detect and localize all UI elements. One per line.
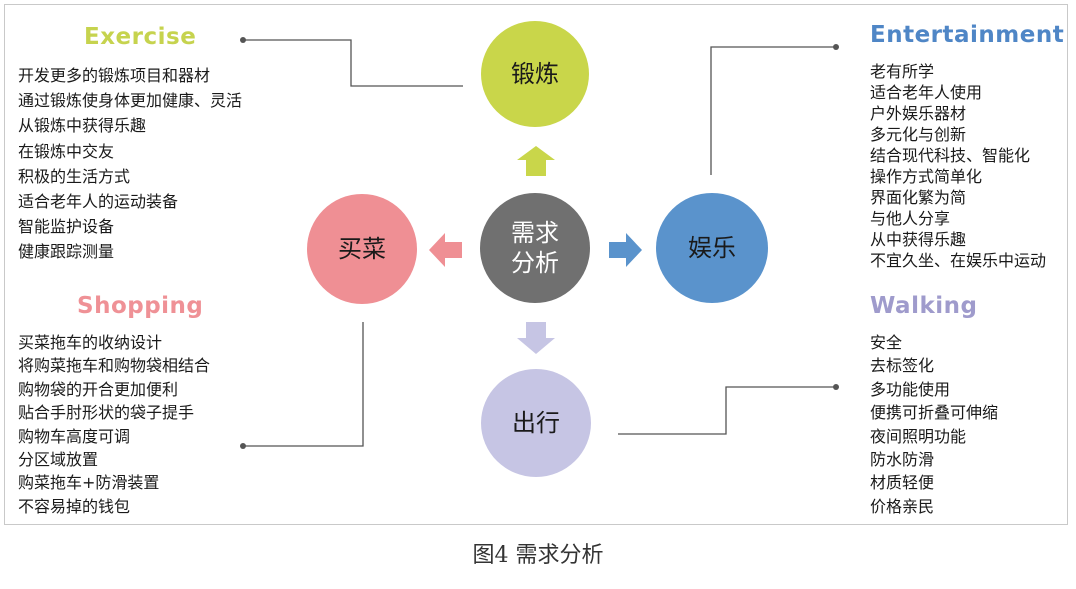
list-entertainment: 老有所学 适合老年人使用 户外娱乐器材 多元化与创新 结合现代科技、智能化 操作… (870, 61, 1046, 271)
list-item: 不容易掉的钱包 (18, 496, 131, 516)
arrow-right-to-entertainment (609, 233, 642, 267)
callout-dot-entertainment (833, 44, 839, 50)
heading-walking: Walking (870, 293, 978, 319)
node-exercise: 锻炼 (481, 21, 589, 127)
list-walking: 安全 去标签化 多功能使用 便携可折叠可伸缩 夜间照明功能 防水防滑 材质轻便 … (870, 331, 998, 518)
list-item: 操作方式简单化 (870, 167, 983, 186)
heading-shopping: Shopping (77, 293, 204, 319)
list-item: 贴合手肘形状的袋子提手 (18, 403, 195, 423)
callout-line-exercise (243, 39, 463, 87)
list-item: 与他人分享 (870, 209, 951, 228)
list-item: 购物车高度可调 (18, 426, 131, 446)
callout-dot-walking (833, 384, 839, 390)
list-item: 多元化与创新 (870, 125, 967, 144)
list-item: 购菜拖车+防滑装置 (18, 473, 160, 493)
list-item: 买菜拖车的收纳设计 (18, 333, 163, 352)
list-item: 结合现代科技、智能化 (870, 146, 1031, 165)
list-shopping: 买菜拖车的收纳设计 将购菜拖车和购物袋相结合 购物袋的开合更加便利 贴合手肘形状… (18, 331, 210, 518)
node-walking-label: 出行 (512, 409, 560, 437)
list-item: 从中获得乐趣 (870, 230, 967, 249)
diagram-frame (4, 4, 1068, 525)
list-item: 夜间照明功能 (870, 426, 967, 446)
node-entertainment: 娱乐 (656, 193, 768, 303)
list-item: 购物袋的开合更加便利 (18, 379, 179, 399)
list-item: 开发更多的锻炼项目和器材 (18, 66, 211, 85)
list-item: 便携可折叠可伸缩 (870, 403, 999, 423)
list-exercise: 开发更多的锻炼项目和器材 通过锻炼使身体更加健康、灵活 从锻炼中获得乐趣 在锻炼… (18, 63, 242, 265)
list-item: 防水防滑 (870, 449, 935, 469)
node-center: 需求 分析 (480, 193, 590, 303)
list-item: 界面化繁为简 (870, 188, 967, 207)
list-item: 多功能使用 (870, 379, 951, 399)
figure-caption: 图4 需求分析 (472, 543, 604, 568)
list-item: 将购菜拖车和购物袋相结合 (18, 356, 211, 376)
list-item: 安全 (870, 333, 903, 352)
node-exercise-label: 锻炼 (511, 60, 559, 88)
list-item: 健康跟踪测量 (18, 242, 115, 262)
arrow-down-to-walking (517, 322, 555, 354)
callout-line-walking (618, 386, 836, 435)
list-item: 智能监护设备 (18, 217, 115, 237)
list-item: 去标签化 (870, 356, 935, 376)
arrow-left-to-shopping (429, 233, 462, 267)
list-item: 不宜久坐、在娱乐中运动 (870, 251, 1047, 270)
callout-dot-exercise (240, 37, 246, 43)
list-item: 通过锻炼使身体更加健康、灵活 (18, 91, 243, 111)
node-center-label: 需求 分析 (511, 219, 559, 277)
list-item: 从锻炼中获得乐趣 (18, 116, 147, 136)
list-item: 在锻炼中交友 (18, 141, 115, 161)
callout-line-shopping (243, 322, 364, 447)
list-item: 适合老年人的运动装备 (18, 191, 179, 211)
heading-entertainment: Entertainment (870, 22, 1065, 48)
node-walking: 出行 (481, 369, 591, 477)
list-item: 材质轻便 (870, 473, 935, 493)
callout-dot-shopping (240, 443, 246, 449)
list-item: 户外娱乐器材 (870, 104, 967, 123)
heading-exercise: Exercise (84, 24, 197, 50)
arrow-up-to-exercise (517, 146, 555, 176)
list-item: 积极的生活方式 (18, 166, 131, 186)
callout-line-entertainment (710, 46, 836, 175)
list-item: 老有所学 (870, 62, 935, 81)
node-shopping-label: 买菜 (338, 235, 386, 263)
list-item: 分区域放置 (18, 449, 99, 469)
list-item: 价格亲民 (870, 496, 935, 516)
node-shopping: 买菜 (307, 194, 417, 304)
list-item: 适合老年人使用 (870, 83, 983, 102)
node-entertainment-label: 娱乐 (688, 234, 736, 262)
